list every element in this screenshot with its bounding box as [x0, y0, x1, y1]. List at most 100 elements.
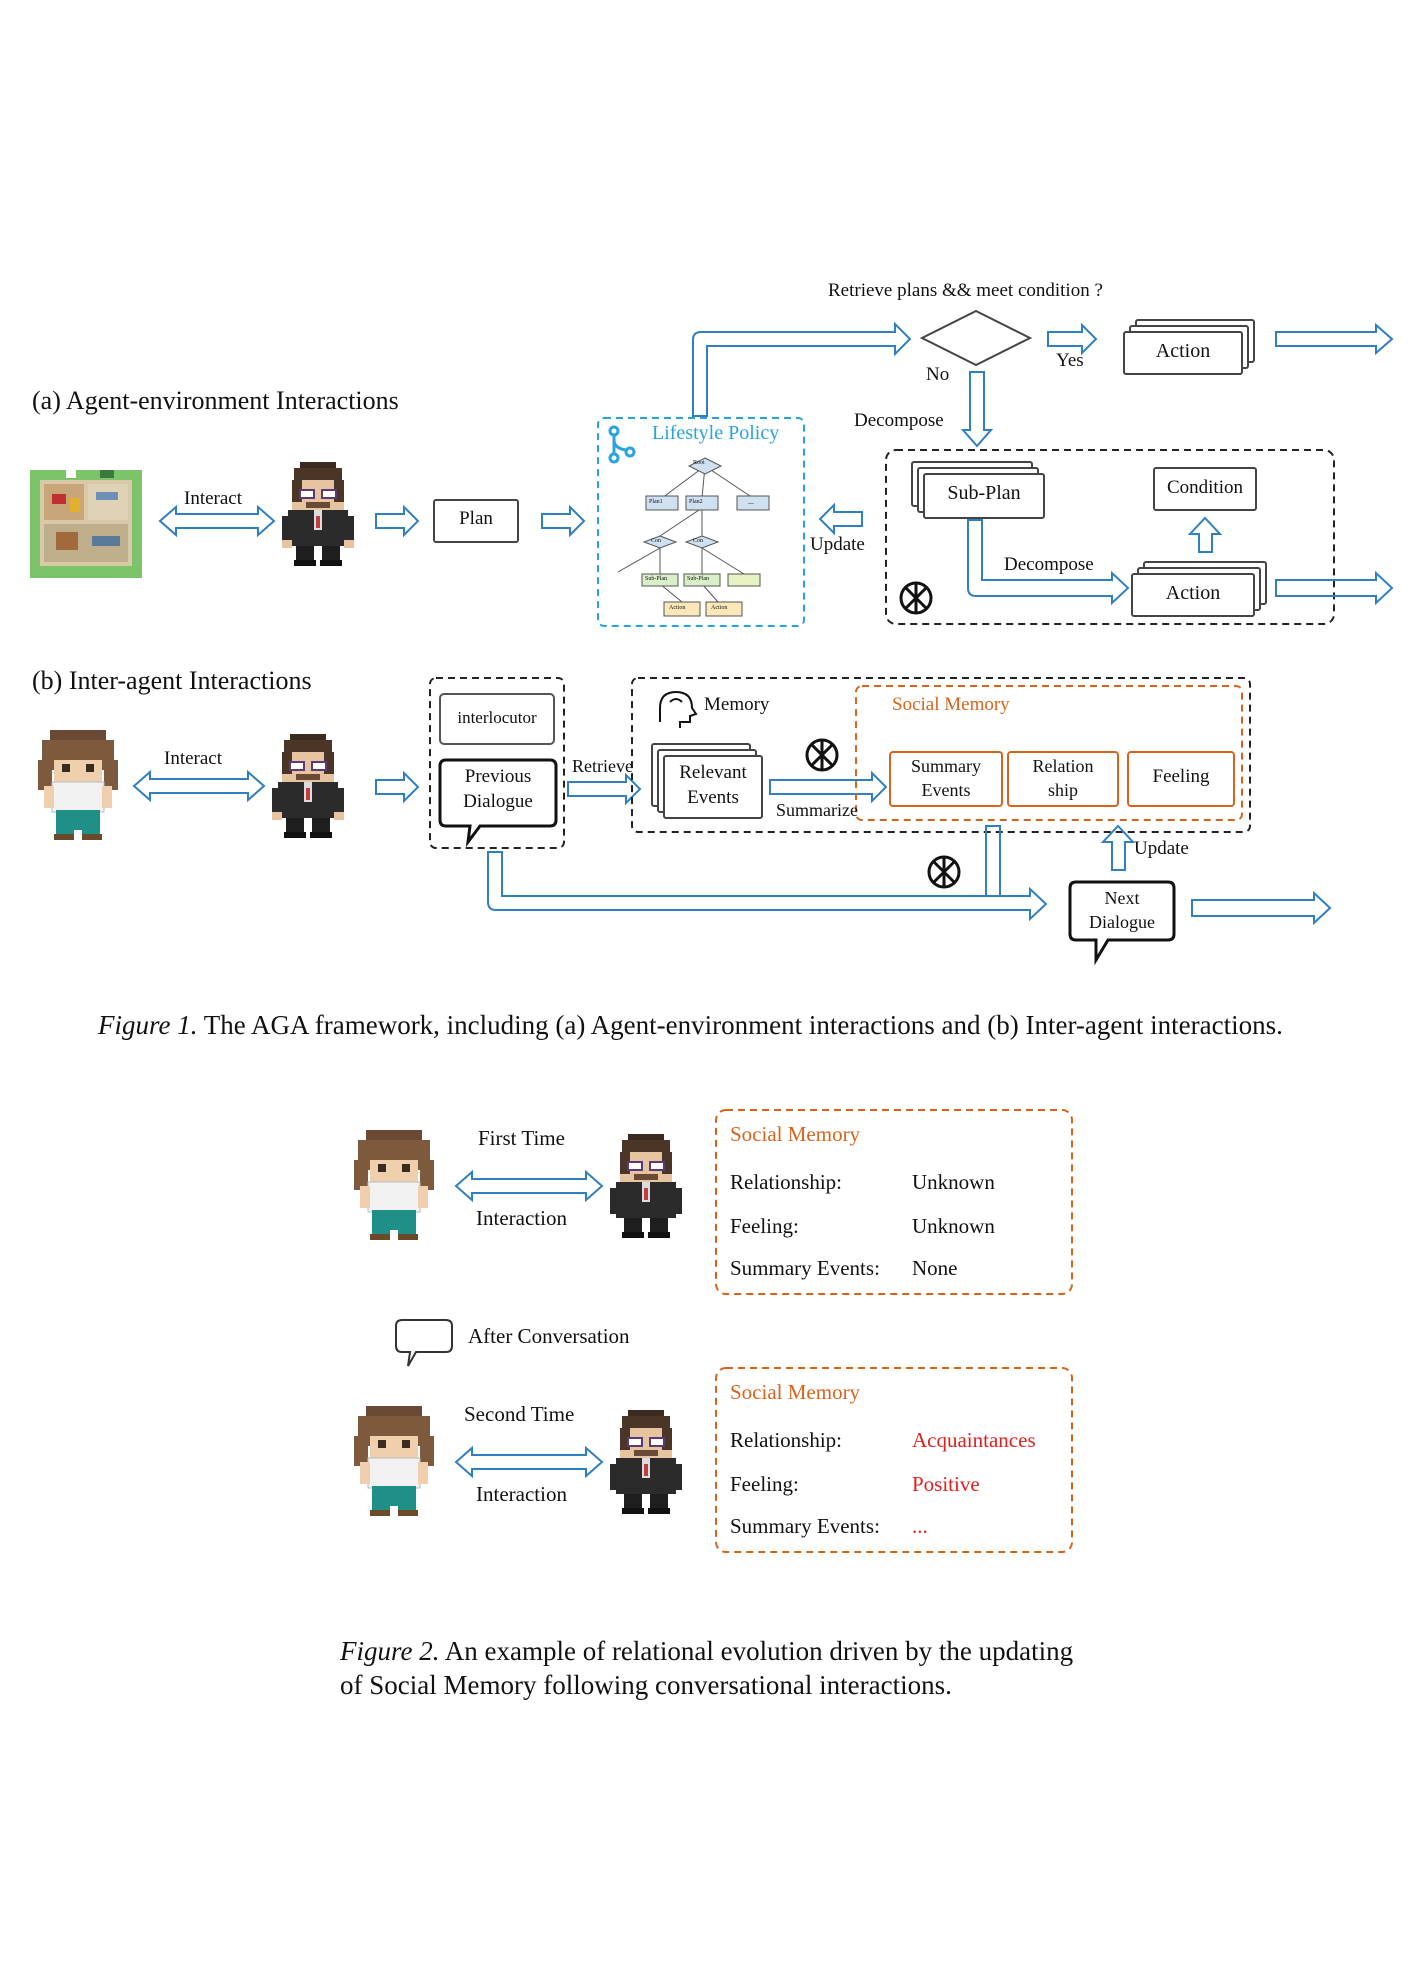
arrow-out-top	[1275, 322, 1394, 356]
relevant-events-stack	[651, 743, 763, 819]
memory-head-icon	[659, 690, 698, 728]
figure-2-caption-text-2: of Social Memory following conversationa…	[340, 1670, 952, 1700]
agent-woman-first	[353, 1129, 435, 1241]
arrow-to-plan	[375, 504, 420, 538]
relationship-line-2: ship	[1047, 780, 1078, 800]
condition-box	[1153, 467, 1257, 511]
card-1-relationship-label: Relationship:	[730, 1170, 842, 1194]
decompose-box	[885, 449, 1335, 625]
figure-2-caption-label: Figure 2.	[340, 1636, 440, 1666]
yes-label: Yes	[1056, 350, 1084, 371]
tree-node-root: Root	[693, 460, 705, 466]
tree-node-ellipsis: ...	[748, 497, 754, 506]
retrieve-label: Retrieve	[572, 756, 633, 776]
card-2-feeling-value: Positive	[912, 1472, 980, 1496]
card-1-relationship-value: Unknown	[912, 1170, 995, 1194]
tree-node-con-1: Con	[651, 538, 662, 544]
arrow-policy-to-diamond	[692, 321, 912, 417]
interlocutor-box	[439, 693, 555, 745]
speech-bubble-icon	[395, 1319, 453, 1367]
tree-node-subplan-2: Sub-Plan	[687, 576, 710, 582]
first-time-double-arrow	[454, 1169, 604, 1203]
social-memory-box	[855, 685, 1243, 821]
previous-dialogue-line-1: Previous	[464, 766, 532, 787]
after-conversation-label: After Conversation	[468, 1324, 630, 1348]
interaction-2-label: Interaction	[476, 1482, 567, 1506]
summary-events-line-2: Events	[921, 780, 971, 800]
relevant-events-line-2: Events	[687, 787, 739, 808]
feeling-label: Feeling	[1152, 766, 1210, 787]
card-2-relationship-value: Acquaintances	[912, 1428, 1036, 1452]
update-b-label: Update	[1134, 838, 1189, 859]
card-1-feeling-label: Feeling:	[730, 1214, 799, 1238]
arrow-decompose-inner	[967, 519, 1130, 606]
second-time-double-arrow	[454, 1445, 604, 1479]
update-a-label: Update	[810, 534, 865, 555]
relationship-line-1: Relation	[1032, 756, 1094, 776]
card-1-events-value: None	[912, 1256, 958, 1280]
card-2-events-label: Summary Events:	[730, 1514, 880, 1538]
social-memory-card-1	[715, 1109, 1073, 1295]
policy-tree	[617, 457, 770, 617]
figure-2-caption-text-1: An example of relational evolution drive…	[444, 1636, 1074, 1666]
lifestyle-policy-title: Lifestyle Policy	[652, 422, 780, 444]
figure-1-caption-label: Figure 1.	[98, 1010, 198, 1040]
arrow-yes	[1047, 322, 1098, 356]
figure-2-caption-line-1: Figure 2. An example of relational evolu…	[340, 1634, 1073, 1668]
relationship-box	[1007, 751, 1119, 807]
arrow-retrieve	[567, 772, 642, 806]
policy-branch-icon	[608, 425, 636, 464]
openai-logo-icon	[899, 581, 933, 615]
social-memory-title: Social Memory	[892, 694, 1010, 715]
interlocutor-label: interlocutor	[457, 708, 537, 727]
card-2-feeling-label: Feeling:	[730, 1472, 799, 1496]
agent-woman-second	[353, 1405, 435, 1517]
next-dialogue-line-2: Dialogue	[1089, 912, 1155, 932]
action-top-label: Action	[1155, 340, 1211, 362]
relationship-label: Relation ship	[1008, 754, 1118, 802]
decompose-top-label: Decompose	[854, 410, 944, 431]
interact-b-label: Interact	[164, 748, 223, 769]
arrow-no-decompose	[960, 371, 994, 448]
social-memory-card-2	[715, 1367, 1073, 1553]
arrow-up-condition	[1187, 516, 1223, 553]
condition-label: Condition	[1166, 477, 1243, 498]
dialogue-box	[429, 677, 565, 849]
retrieve-question: Retrieve plans && meet condition ?	[828, 280, 1103, 301]
relevant-events-label: Relevant Events	[664, 760, 762, 810]
arrow-out-next	[1191, 890, 1332, 926]
subplan-label: Sub-Plan	[947, 482, 1021, 504]
arrow-dialogue-to-next	[487, 851, 1048, 922]
summary-events-label: Summary Events	[890, 754, 1002, 802]
feeling-box	[1127, 751, 1235, 807]
tree-node-plan2: Plan2	[689, 499, 703, 505]
plan-label: Plan	[459, 508, 493, 529]
relevant-events-line-1: Relevant	[679, 762, 747, 783]
interact-a-label: Interact	[184, 488, 243, 509]
arrow-to-policy	[541, 504, 586, 538]
card-1-title: Social Memory	[730, 1122, 861, 1146]
tree-node-action-1: Action	[669, 605, 686, 611]
action-stack-inner	[1131, 561, 1267, 617]
arrow-update-a	[818, 502, 863, 536]
summary-events-line-1: Summary	[911, 756, 981, 776]
previous-dialogue-bubble	[438, 758, 558, 848]
section-b-title: (b) Inter-agent Interactions	[32, 666, 312, 695]
decision-diamond	[919, 309, 1033, 367]
tree-node-plan1: Plan1	[649, 499, 663, 505]
card-1-feeling-value: Unknown	[912, 1214, 995, 1238]
no-label: No	[926, 364, 950, 385]
arrow-update-b	[1100, 824, 1136, 871]
summary-events-box	[889, 751, 1003, 807]
agent-man-first	[609, 1133, 683, 1239]
decompose-inner-label: Decompose	[1004, 554, 1094, 575]
interact-b-double-arrow	[132, 769, 266, 803]
previous-dialogue-label: Previous Dialogue	[440, 764, 556, 814]
arrow-summarize	[769, 770, 888, 804]
subplan-stack	[911, 461, 1045, 519]
memory-box	[631, 677, 1251, 833]
card-1-events-label: Summary Events:	[730, 1256, 880, 1280]
figure-1-caption: Figure 1. The AGA framework, including (…	[98, 1008, 1283, 1042]
tree-node-subplan-1: Sub-Plan	[645, 576, 668, 582]
interact-a-double-arrow	[158, 504, 276, 538]
